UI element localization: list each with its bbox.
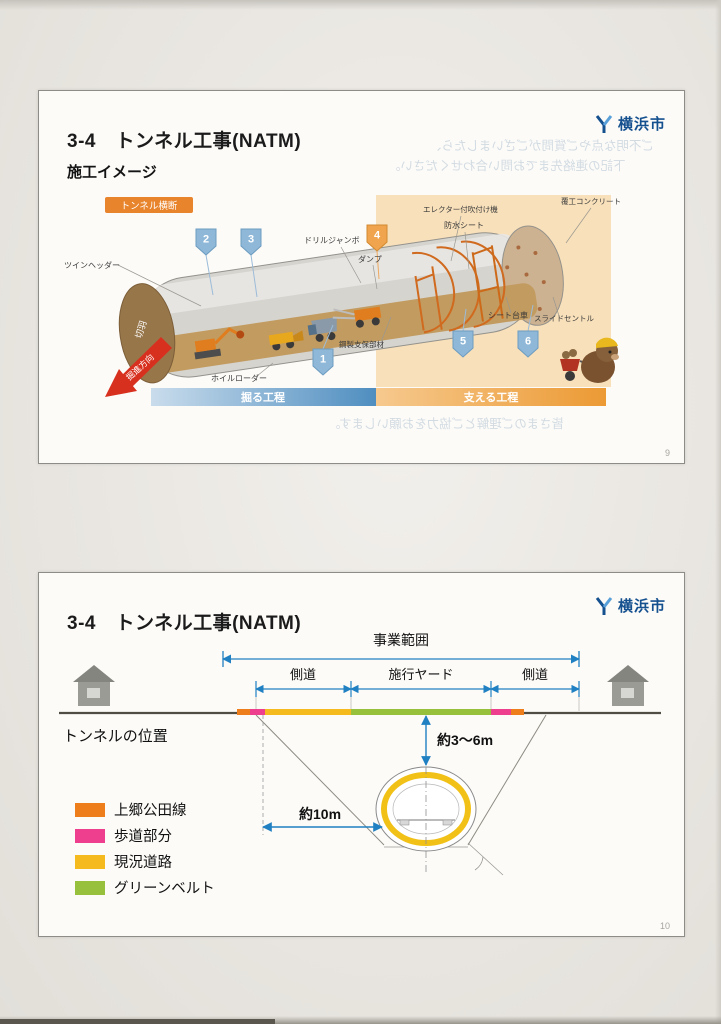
depth-label: 約3～6m (437, 732, 493, 748)
tunnel-floor (153, 283, 538, 373)
slide-1: 3-4 トンネル工事(NATM) 横浜市 施工イメージ ご不明な点やご質問がござ… (38, 90, 685, 464)
label-dump: ダンプ (358, 254, 382, 264)
road-segments (237, 709, 524, 715)
svg-text:支える工程: 支える工程 (463, 390, 519, 404)
segment-sidewalk-right (491, 709, 511, 715)
label-erector: エレクター付吹付け機 (423, 204, 498, 214)
legend-swatch-kamigo-koda (75, 802, 105, 817)
marker-4: 4 (366, 224, 388, 252)
legend-swatch-sidewalk (75, 828, 105, 843)
segment-green-belt (351, 709, 491, 715)
scope-label: 事業範囲 (373, 632, 429, 648)
label-drill-jumbo: ドリルジャンボ (304, 236, 360, 245)
side-road-right-label: 側道 (522, 667, 548, 682)
marker-3: 3 (240, 228, 262, 256)
bleedthrough-text: ご不明な点やご質問がございましたら、 (428, 139, 654, 153)
svg-text:2: 2 (203, 234, 209, 246)
label-steel-support: 鋼製支保部材 (339, 339, 384, 349)
house-right (607, 665, 649, 706)
slide1-title: 3-4 トンネル工事(NATM) (67, 130, 302, 152)
segment-kamigo-koda (237, 709, 250, 715)
house-left (73, 665, 115, 706)
marker-6: 6 (517, 330, 539, 358)
marker-2: 2 (195, 228, 217, 256)
scan-edge-bottom (0, 1016, 721, 1024)
scan-edge-shadow (0, 1019, 275, 1024)
label-sheet-truck: シート台車 (488, 310, 528, 320)
legend-label: 歩道部分 (114, 829, 172, 845)
leader-lines (117, 207, 592, 377)
svg-text:5: 5 (460, 336, 466, 348)
label-lining: 覆工コンクリート (561, 197, 621, 206)
legend-row: グリーンベルト (75, 877, 215, 898)
svg-text:3: 3 (248, 234, 254, 246)
scan-edge-right (715, 0, 721, 1024)
yokohama-logo-icon (595, 596, 613, 615)
marker-1: 1 (312, 348, 334, 376)
span-arrows (255, 681, 580, 697)
label-waterproof: 防水シート (444, 220, 484, 230)
legend-swatch-existing-road (75, 854, 105, 869)
diagram-corner-label: トンネル横断 (105, 197, 193, 213)
legend-row: 歩道部分 (75, 825, 215, 846)
scan-edge-top (0, 0, 721, 10)
tunnel-construction-diagram: トンネル横断 (64, 195, 621, 406)
svg-text:6: 6 (525, 336, 531, 348)
marker-leader-lines (205, 250, 534, 350)
bleedthrough-text: 皆さまのご理解とご協力をお願いします。 (327, 417, 564, 431)
process-bar-dig: 掘る工程 (151, 388, 376, 406)
width-label: 約10m (299, 806, 341, 822)
yard-label: 施行ヤード (388, 667, 453, 682)
erector-frame (414, 266, 443, 331)
drill-jumbo-machine (332, 306, 382, 328)
svg-text:1: 1 (320, 354, 326, 366)
marker-5: 5 (452, 330, 474, 358)
legend-row: 上郷公田線 (75, 799, 215, 820)
legend-label: 上郷公田線 (114, 803, 187, 819)
legend-label: 現況道路 (114, 855, 172, 871)
process-bar-support: 支える工程 (376, 388, 606, 406)
wheel-loader-machine (268, 330, 304, 351)
label-twin-header: ツインヘッダー (64, 260, 120, 270)
legend-label: グリーンベルト (114, 881, 215, 897)
slide1-subtitle: 施工イメージ (67, 164, 157, 182)
slide-2: 3-4 トンネル工事(NATM) 横浜市 事業範囲 側道 施行ヤード 側道 (38, 572, 685, 937)
legend-swatch-green-belt (75, 880, 105, 895)
yokohama-logo-icon (595, 114, 613, 133)
depth-dimension: 約3～6m (421, 715, 493, 766)
segment-existing-road (265, 709, 351, 715)
svg-text:4: 4 (374, 230, 381, 242)
bleedthrough-text: 下記の連絡先までお問い合わせください。 (388, 159, 626, 173)
tunnel-tube (118, 225, 564, 384)
yokohama-logo: 横浜市 (594, 595, 666, 616)
yokohama-logo-text: 横浜市 (617, 116, 666, 133)
gantry-frame (471, 245, 504, 322)
page-number: 10 (659, 921, 670, 931)
mole-character (560, 337, 619, 383)
span-drop-lines (255, 697, 580, 711)
twin-header-machine (194, 327, 245, 360)
width-dimension: 約10m (262, 806, 383, 832)
svg-text:掘る工程: 掘る工程 (241, 390, 285, 404)
legend-row: 現況道路 (75, 851, 215, 872)
segment-sidewalk-left (250, 709, 265, 715)
tunnel-position-label: トンネルの位置 (63, 728, 168, 745)
side-road-left-label: 側道 (290, 667, 316, 682)
legend: 上郷公田線 歩道部分 現況道路 グリーンベルト (75, 799, 215, 898)
corner-label-text: トンネル横断 (121, 200, 178, 212)
slope-angle-annotation (467, 842, 504, 876)
label-slide-centre: スライドセントル (534, 314, 594, 323)
label-wheel-loader: ホイルローダー (211, 373, 267, 383)
slide2-title: 3-4 トンネル工事(NATM) (67, 612, 302, 634)
scope-arrow (222, 651, 580, 667)
tunnel-cross-section-diagram: 事業範囲 側道 施行ヤード 側道 (59, 632, 661, 876)
yokohama-logo: 横浜市 (594, 113, 666, 134)
segment-kamigo-koda-right (511, 709, 524, 715)
yokohama-logo-text: 横浜市 (617, 598, 666, 615)
page-number: 9 (664, 448, 670, 458)
